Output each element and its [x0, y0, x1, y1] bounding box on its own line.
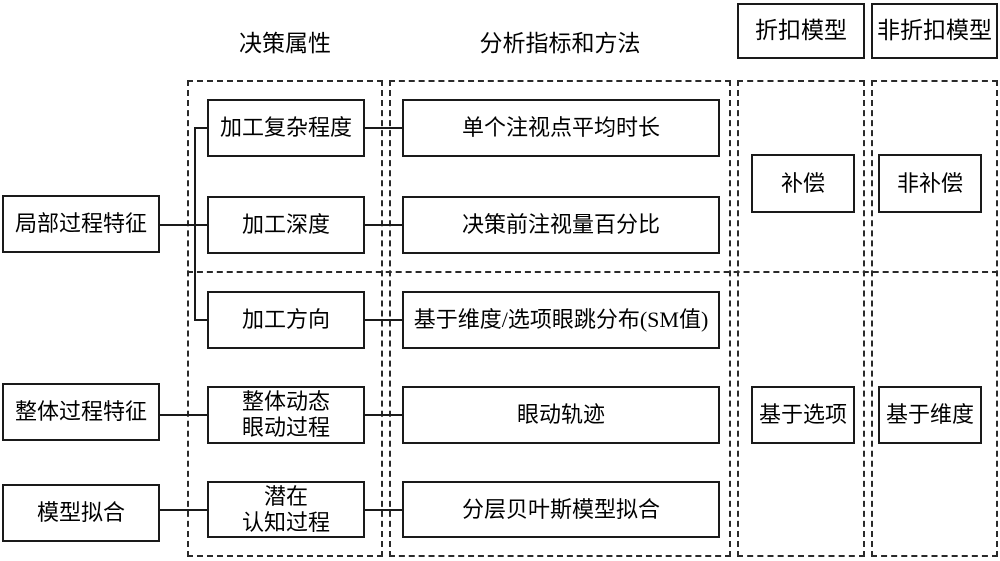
box-dimension-based: 基于维度 — [878, 386, 982, 444]
box-local-process-features: 局部过程特征 — [2, 195, 160, 253]
header-box-discount-model: 折扣模型 — [737, 3, 865, 59]
box-eye-movement-trajectory: 眼动轨迹 — [402, 386, 720, 444]
box-compensatory: 补偿 — [751, 154, 855, 213]
dashed-column-discount-model — [737, 80, 865, 557]
header-analysis-methods: 分析指标和方法 — [479, 31, 641, 56]
box-pre-decision-fixation-percentage: 决策前注视量百分比 — [402, 196, 720, 254]
box-processing-direction: 加工方向 — [207, 291, 365, 349]
dashed-row-divider — [187, 271, 998, 273]
header-box-non-discount-model: 非折扣模型 — [871, 3, 998, 59]
connector-branch-to-complexity — [194, 127, 207, 129]
box-global-process-features: 整体过程特征 — [2, 383, 160, 441]
box-option-based: 基于选项 — [751, 386, 855, 444]
connector-branch-to-direction — [194, 319, 207, 321]
box-global-dynamic-eye-process: 整体动态 眼动过程 — [207, 386, 365, 444]
dashed-column-analysis-methods — [389, 80, 731, 557]
dashed-column-non-discount-model — [871, 80, 998, 557]
box-latent-cognitive-process: 潜在 认知过程 — [207, 481, 365, 538]
connector-global-features-to-dynamic-process — [160, 414, 207, 416]
connector-dynamic-process-to-trajectory — [365, 414, 402, 416]
connector-depth-to-fixation-percentage — [365, 224, 402, 226]
connector-direction-to-saccade-distribution — [365, 319, 402, 321]
box-hierarchical-bayesian-fitting: 分层贝叶斯模型拟合 — [402, 481, 720, 538]
box-model-fitting: 模型拟合 — [2, 484, 160, 542]
connector-complexity-to-fixation-duration — [365, 127, 402, 129]
box-processing-complexity: 加工复杂程度 — [207, 99, 365, 157]
connector-latent-process-to-bayesian — [365, 509, 402, 511]
box-processing-depth: 加工深度 — [207, 196, 365, 254]
box-non-compensatory: 非补偿 — [878, 154, 982, 213]
box-mean-fixation-duration: 单个注视点平均时长 — [402, 99, 720, 157]
box-saccade-distribution-sm: 基于维度/选项眼跳分布(SM值) — [402, 291, 720, 349]
connector-local-features-branch-vertical — [194, 127, 196, 321]
dashed-column-decision-attributes — [187, 80, 383, 557]
connector-local-features-to-depth — [160, 224, 207, 226]
header-decision-attributes: 决策属性 — [239, 31, 331, 56]
connector-model-fitting-to-latent-process — [160, 509, 207, 511]
